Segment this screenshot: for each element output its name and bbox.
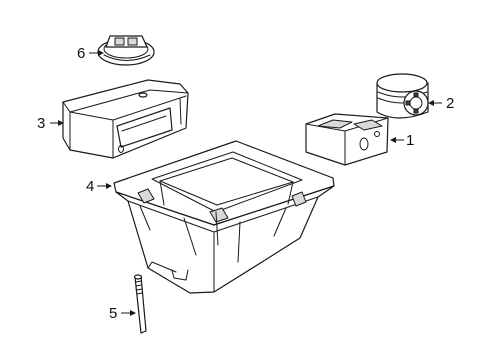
callout-4: 4 — [86, 178, 94, 195]
callout-1: 1 — [406, 132, 414, 149]
part-6-retainer-disc — [97, 35, 155, 66]
callout-3: 3 — [37, 115, 45, 132]
leader-lines — [50, 50, 442, 316]
part-5-bolt-rod — [133, 274, 147, 334]
callout-5: 5 — [109, 305, 117, 322]
callout-2: 2 — [446, 95, 454, 112]
part-4-storage-tray — [113, 140, 335, 294]
part-1-block-insert — [305, 113, 389, 166]
part-3-jack-case — [62, 79, 189, 159]
part-2-cylinder-hub — [376, 73, 429, 119]
callout-6: 6 — [77, 45, 85, 62]
